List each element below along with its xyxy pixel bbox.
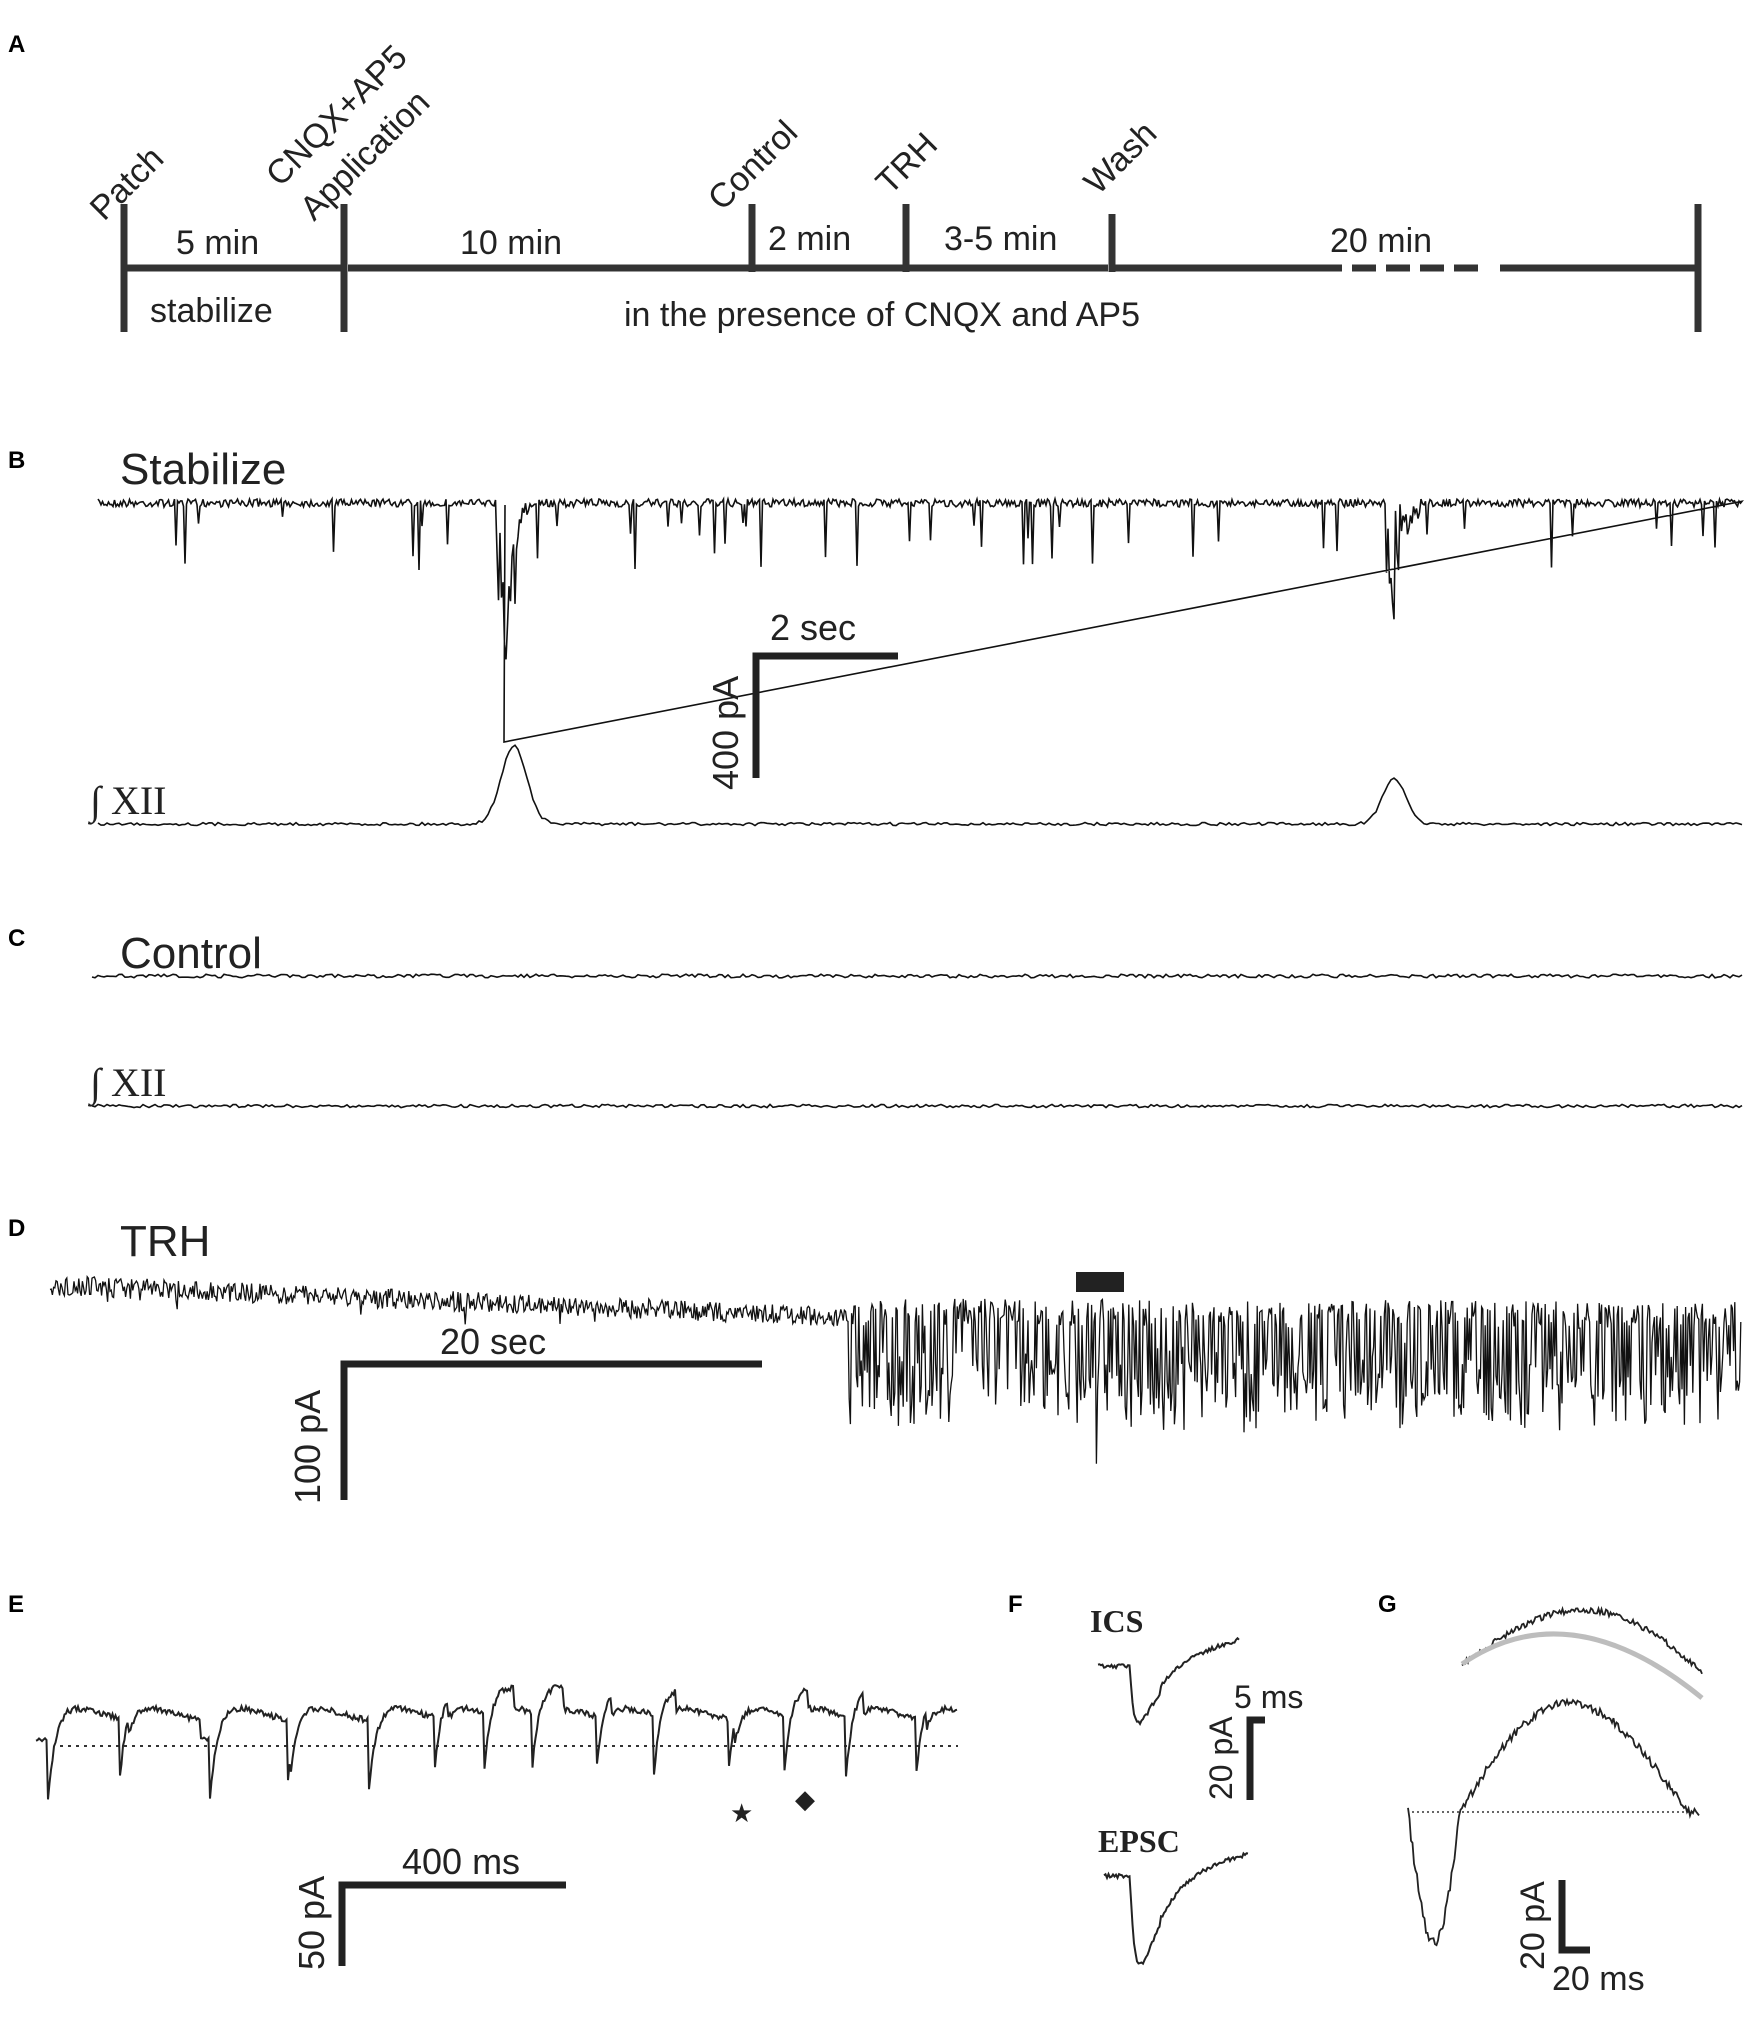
membrane-current-trace (97, 495, 1744, 743)
duration-label-1: 5 min (176, 224, 259, 262)
event-wash-label: Wash (1077, 114, 1164, 201)
membrane-current-trace (91, 973, 1743, 979)
ics-trace (1097, 1636, 1240, 1727)
scale-bar-d (340, 1360, 762, 1500)
xii-integrated-trace (97, 744, 1743, 827)
scale-current-d: 100 pA (287, 1390, 328, 1504)
diamond-marker: ◆ (795, 1784, 815, 1814)
xii-label: ∫ XII (87, 1060, 166, 1107)
event-control-label: Control (701, 113, 805, 217)
panel-letter-d: D (8, 1215, 25, 1242)
panel-c: C Control ∫ XII (8, 925, 1743, 1109)
duration-label-5: 20 min (1330, 222, 1432, 260)
event-trh-label: TRH (869, 125, 945, 201)
panel-f: F ICS EPSC 5 ms 20 pA (1008, 1591, 1303, 1966)
panel-d: D TRH 20 sec 100 pA (8, 1215, 1742, 1504)
membrane-current-trace (49, 1274, 1742, 1464)
scale-time-f: 5 ms (1234, 1679, 1303, 1715)
scale-current-f: 20 pA (1203, 1716, 1239, 1800)
xii-label: ∫ XII (87, 778, 166, 825)
panel-c-title: Control (120, 929, 262, 978)
ics-label: ICS (1090, 1603, 1143, 1639)
panel-d-title: TRH (120, 1217, 210, 1266)
panel-letter-g: G (1378, 1591, 1397, 1618)
panel-letter-f: F (1008, 1591, 1023, 1618)
scale-bar-e (338, 1881, 566, 1966)
stabilize-label: stabilize (150, 292, 273, 330)
expanded-region-marker (1076, 1272, 1124, 1292)
duration-label-4: 3-5 min (944, 220, 1057, 258)
scale-time-g: 20 ms (1552, 1960, 1645, 1998)
scale-bar-b (752, 652, 898, 778)
panel-a: A Patch CNQX+AP5 Application Control TRH… (8, 31, 1702, 334)
scale-current-e: 50 pA (291, 1876, 332, 1970)
scale-time-e: 400 ms (402, 1841, 520, 1882)
current-trace-expanded (35, 1683, 958, 1800)
xii-integrated-trace (91, 1103, 1743, 1109)
presence-label: in the presence of CNQX and AP5 (624, 296, 1140, 334)
panel-letter-c: C (8, 925, 25, 952)
panel-letter-e: E (8, 1591, 24, 1618)
panel-letter-b: B (8, 447, 25, 474)
panel-e: E ★ ◆ 400 ms 50 pA (8, 1591, 958, 1970)
panel-b-title: Stabilize (120, 445, 286, 494)
star-marker: ★ (730, 1798, 753, 1828)
scale-bar-f (1246, 1716, 1265, 1800)
panel-letter-a: A (8, 31, 25, 58)
duration-label-2: 10 min (460, 224, 562, 262)
timeline-axis (120, 204, 1702, 332)
duration-label-3: 2 min (768, 220, 851, 258)
scale-bar-g (1558, 1880, 1590, 1954)
scale-time-b: 2 sec (770, 607, 856, 648)
panel-b: B Stabilize ∫ XII 2 sec 400 pA (8, 445, 1744, 827)
panel-g: G 20 pA 20 ms (1378, 1591, 1704, 1998)
compound-current-trace (1407, 1697, 1700, 1947)
epsc-label: EPSC (1098, 1823, 1180, 1859)
scale-current-b: 400 pA (705, 676, 746, 790)
scale-time-d: 20 sec (440, 1321, 546, 1362)
exponential-fit-curve (1460, 1631, 1704, 1700)
epsc-trace (1103, 1851, 1249, 1966)
scale-current-g: 20 pA (1514, 1881, 1552, 1970)
ics-overlay-trace (1461, 1605, 1703, 1675)
